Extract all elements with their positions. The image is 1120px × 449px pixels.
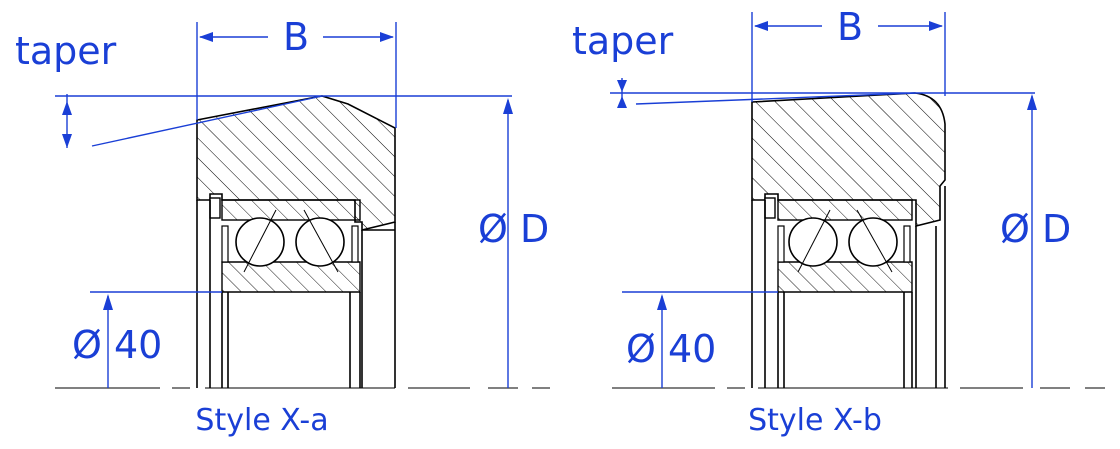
bore-diameter-label: Ø 40 <box>626 327 716 371</box>
outer-diameter-label: Ø D <box>1000 207 1071 251</box>
shaft-lines <box>751 186 946 388</box>
dimension-b: B <box>751 5 946 102</box>
dimension-outer-diameter: Ø D <box>478 98 549 388</box>
snap-ring <box>209 197 221 219</box>
drawing-style-x-b: B taper Ø D Ø 40 Style X-b <box>572 5 1105 438</box>
taper-label: taper <box>15 29 117 73</box>
taper-label: taper <box>572 19 674 63</box>
inner-ring-section <box>777 261 913 293</box>
width-label: B <box>837 5 863 49</box>
seal-left <box>777 225 785 263</box>
inner-ring-section <box>221 261 361 293</box>
outer-diameter-label: Ø D <box>478 207 549 251</box>
shaft-lines <box>196 200 396 388</box>
seal-right <box>351 225 359 263</box>
taper-dimension: taper <box>572 19 1035 108</box>
drawing-style-x-a: B taper Ø D Ø 40 Style X-a <box>15 15 550 438</box>
outer-ring <box>777 199 913 221</box>
dimension-outer-diameter: Ø D <box>1000 94 1071 388</box>
bore-diameter-label: Ø 40 <box>72 323 162 367</box>
seal-left <box>221 225 229 263</box>
outer-ring <box>221 199 361 221</box>
taper-dimension: taper <box>15 29 512 148</box>
width-label: B <box>283 15 309 59</box>
snap-ring <box>764 197 776 219</box>
seal-right <box>903 225 911 263</box>
dimension-b: B <box>196 15 397 128</box>
ball-right <box>295 217 345 267</box>
caption-style-x-a: Style X-a <box>195 403 328 438</box>
dimension-bore: Ø 40 <box>622 291 778 388</box>
ball-right <box>848 217 898 267</box>
dimension-bore: Ø 40 <box>72 291 222 388</box>
housing-section <box>751 92 946 228</box>
caption-style-x-b: Style X-b <box>748 403 882 438</box>
